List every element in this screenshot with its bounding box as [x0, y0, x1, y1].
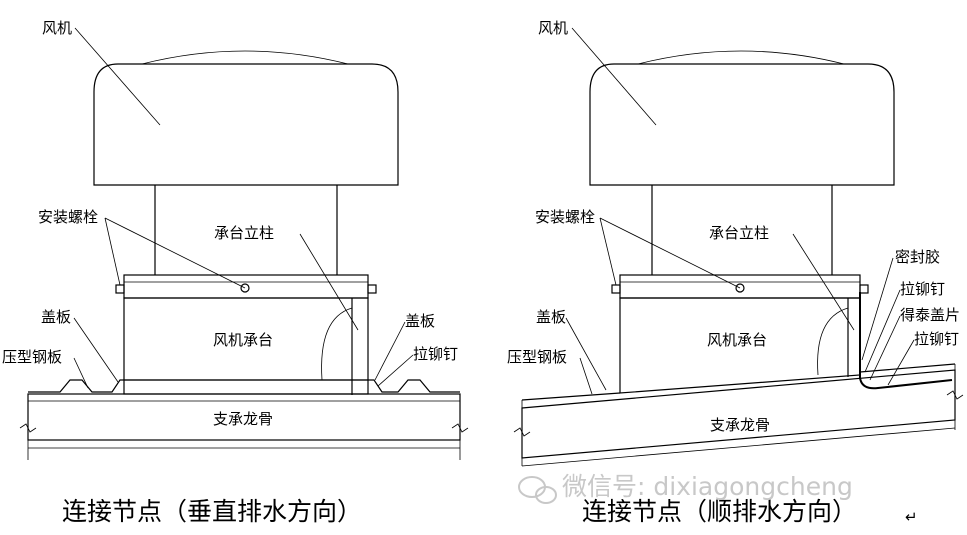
label-flashing: 得泰盖片 — [900, 306, 960, 324]
label-fan: 风机 — [538, 19, 568, 37]
right-caption: 连接节点（顺排水方向） — [582, 497, 857, 526]
label-fan: 风机 — [42, 19, 72, 37]
label-cover-left: 盖板 — [41, 308, 71, 326]
label-rivet-bottom: 拉铆钉 — [914, 330, 959, 348]
label-base: 风机承台 — [213, 331, 273, 349]
label-column: 承台立柱 — [214, 224, 274, 242]
label-rivet-top: 拉铆钉 — [900, 280, 945, 298]
left-fan-body — [93, 63, 399, 186]
watermark-text: 微信号: dixiagongcheng — [562, 472, 853, 501]
label-rivet: 拉铆钉 — [413, 345, 458, 363]
right-drawing: 风机 安装螺栓 承台立柱 密封胶 拉铆钉 得泰盖片 拉铆钉 盖板 压型钢板 风机… — [507, 19, 964, 526]
label-cover: 盖板 — [536, 308, 566, 326]
right-fan-dome — [637, 50, 845, 65]
right-steel-sheet — [521, 363, 956, 401]
left-fan-dome — [141, 50, 349, 65]
left-base-plate — [123, 379, 369, 395]
label-steel-sheet: 压型钢板 — [507, 348, 567, 366]
label-sealant: 密封胶 — [895, 248, 940, 266]
label-cover-right: 盖板 — [405, 312, 435, 330]
label-purlin: 支承龙骨 — [710, 416, 770, 434]
label-steel-sheet: 压型钢板 — [2, 348, 62, 366]
watermark: 微信号: dixiagongcheng — [518, 472, 853, 504]
right-fan-body — [589, 63, 895, 186]
left-caption: 连接节点（垂直排水方向） — [62, 497, 362, 526]
right-purlin — [521, 369, 956, 459]
left-steel-sheet — [28, 379, 460, 393]
label-bolt: 安装螺栓 — [535, 208, 595, 226]
left-bolt-center — [240, 283, 250, 293]
label-bolt: 安装螺栓 — [38, 208, 98, 226]
wechat-icon — [518, 476, 557, 504]
right-flange — [619, 274, 861, 299]
label-purlin: 支承龙骨 — [213, 410, 273, 428]
left-bolt-left — [115, 284, 125, 294]
label-base: 风机承台 — [707, 331, 767, 349]
caption-return-mark: ↵ — [905, 508, 918, 526]
left-bolt-right — [367, 284, 377, 294]
left-drawing: 风机 安装螺栓 承台立柱 盖板 压型钢板 风机承台 盖板 拉铆钉 支承龙骨 连接… — [2, 19, 469, 526]
label-column: 承台立柱 — [709, 224, 769, 242]
